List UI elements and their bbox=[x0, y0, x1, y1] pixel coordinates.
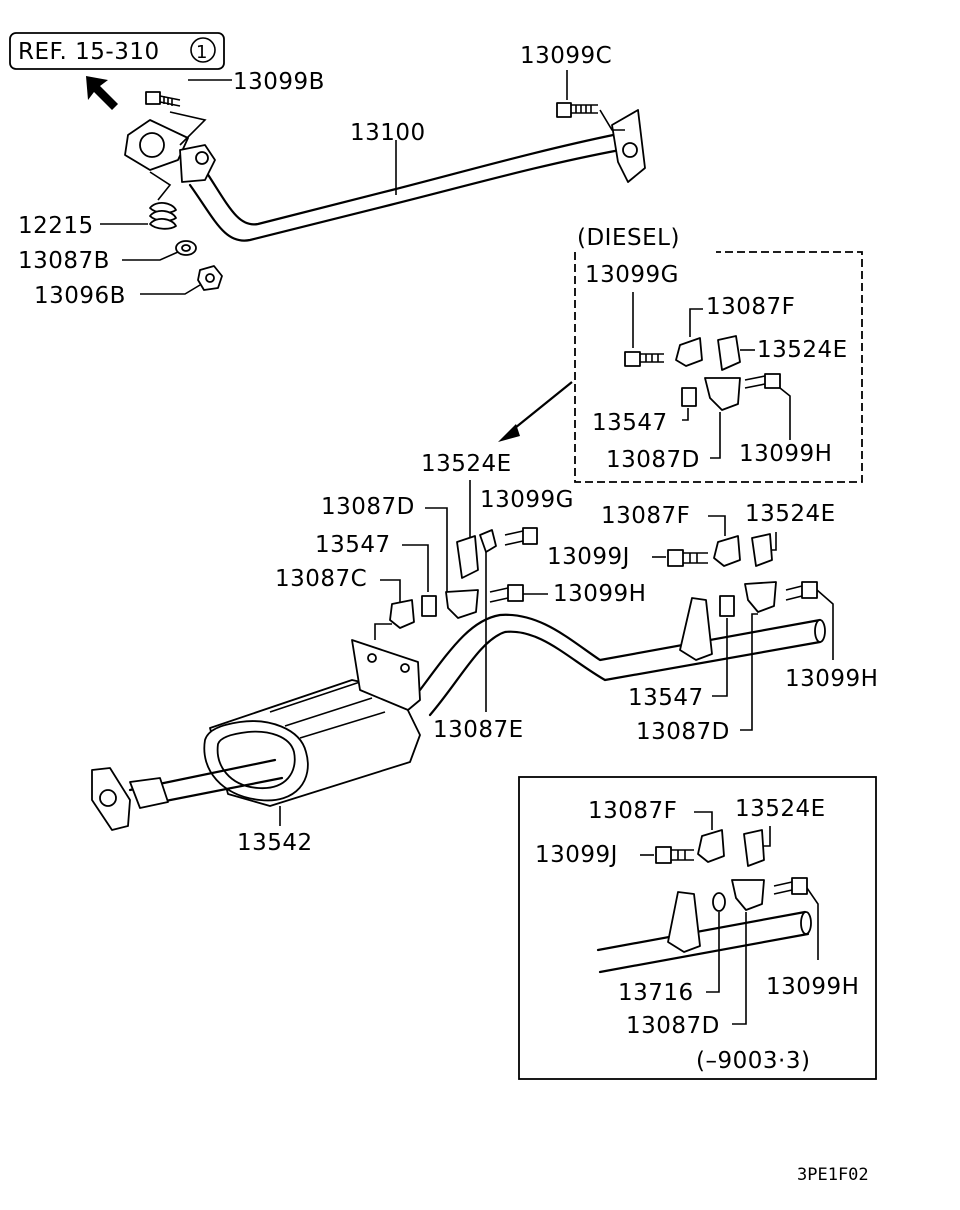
label-13099g-main[interactable]: 13099G bbox=[480, 487, 574, 513]
washer-13087b bbox=[122, 240, 197, 261]
b-bolt-13099j bbox=[655, 846, 694, 864]
label-diesel-13547[interactable]: 13547 bbox=[592, 410, 668, 436]
b-washer-13716 bbox=[706, 892, 726, 993]
label-13099j-right[interactable]: 13099J bbox=[547, 544, 630, 570]
label-13524e-main[interactable]: 13524E bbox=[421, 451, 512, 477]
label-b13716[interactable]: 13716 bbox=[618, 980, 694, 1006]
label-diesel-13087d[interactable]: 13087D bbox=[606, 447, 700, 473]
ref-box[interactable]: REF. 15-310 1 bbox=[9, 32, 225, 70]
label-diesel-13524e[interactable]: 13524E bbox=[757, 337, 848, 363]
inlet-pipe bbox=[91, 758, 284, 831]
label-12215[interactable]: 12215 bbox=[18, 213, 94, 239]
plate-13524e-right bbox=[751, 533, 773, 567]
bracket-13087c bbox=[389, 599, 415, 629]
range-box bbox=[518, 776, 877, 1080]
bracket-13087f-right bbox=[713, 535, 741, 567]
diesel-bolt-13099g bbox=[624, 351, 664, 367]
ref-text: REF. 15-310 bbox=[18, 39, 160, 65]
bolt-13099g-main bbox=[504, 527, 538, 546]
b-plate-13524e bbox=[743, 829, 765, 867]
b-bracket-13087d bbox=[731, 879, 765, 1025]
diesel-bracket-13087d bbox=[704, 377, 741, 411]
range-note: (–9003·3) bbox=[696, 1048, 810, 1074]
label-13524e-right[interactable]: 13524E bbox=[745, 501, 836, 527]
label-13099h-main[interactable]: 13099H bbox=[553, 581, 646, 607]
label-13087c[interactable]: 13087C bbox=[275, 566, 367, 592]
bolt-13099c bbox=[556, 70, 625, 131]
clip-13547-main bbox=[421, 595, 437, 617]
label-b13087d[interactable]: 13087D bbox=[626, 1013, 720, 1039]
label-13547-right[interactable]: 13547 bbox=[628, 685, 704, 711]
diesel-title: (DIESEL) bbox=[577, 225, 680, 251]
label-diesel-13099h[interactable]: 13099H bbox=[739, 441, 832, 467]
bolt-13099j-right bbox=[667, 549, 708, 567]
label-b13099h[interactable]: 13099H bbox=[766, 974, 859, 1000]
washer-13087e bbox=[479, 529, 497, 712]
label-13087d-main[interactable]: 13087D bbox=[321, 494, 415, 520]
b-tail-pipe bbox=[596, 891, 812, 974]
bracket-13087d-main bbox=[445, 589, 479, 619]
label-13087b[interactable]: 13087B bbox=[18, 248, 110, 274]
pointer-arrow-icon bbox=[498, 381, 573, 442]
plate-13524e-main bbox=[456, 535, 479, 579]
clip-13547-right bbox=[712, 595, 735, 697]
front-pipe-13100 bbox=[124, 109, 646, 242]
label-13099h-right[interactable]: 13099H bbox=[785, 666, 878, 692]
bolt-13099h-right bbox=[785, 581, 834, 660]
label-13087e[interactable]: 13087E bbox=[433, 717, 524, 743]
muffler-13542 bbox=[203, 623, 421, 807]
spring-12215 bbox=[100, 171, 177, 230]
label-13542[interactable]: 13542 bbox=[237, 830, 313, 856]
label-13100[interactable]: 13100 bbox=[350, 120, 426, 146]
label-13099c[interactable]: 13099C bbox=[520, 43, 612, 69]
label-13087d-right[interactable]: 13087D bbox=[636, 719, 730, 745]
bolt-13099h-main bbox=[489, 584, 548, 603]
label-13099b[interactable]: 13099B bbox=[233, 69, 325, 95]
bolt-13099b bbox=[145, 79, 232, 146]
nut-13096b bbox=[140, 265, 223, 295]
label-13547-main[interactable]: 13547 bbox=[315, 532, 391, 558]
label-b13087f[interactable]: 13087F bbox=[588, 798, 677, 824]
diesel-bracket-13087f bbox=[675, 337, 703, 367]
label-diesel-13087f[interactable]: 13087F bbox=[706, 294, 795, 320]
diesel-bolt-13099h bbox=[744, 373, 791, 440]
label-13087f-right[interactable]: 13087F bbox=[601, 503, 690, 529]
diesel-box bbox=[574, 251, 863, 483]
b-bracket-13087f bbox=[697, 829, 725, 863]
bracket-13087d-right bbox=[744, 581, 777, 613]
ref-circled-number: 1 bbox=[196, 42, 208, 63]
label-b13524e[interactable]: 13524E bbox=[735, 796, 826, 822]
ref-arrow-icon bbox=[86, 76, 118, 110]
b-bolt-13099h bbox=[773, 877, 819, 960]
tail-pipe bbox=[418, 597, 826, 717]
diesel-clip-13547 bbox=[681, 387, 697, 421]
diagram-code: 3PE1F02 bbox=[797, 1165, 869, 1185]
label-b13099j[interactable]: 13099J bbox=[535, 842, 618, 868]
label-13096b[interactable]: 13096B bbox=[34, 283, 126, 309]
diesel-plate-13524e bbox=[717, 335, 741, 371]
label-diesel-13099g[interactable]: 13099G bbox=[585, 262, 679, 288]
